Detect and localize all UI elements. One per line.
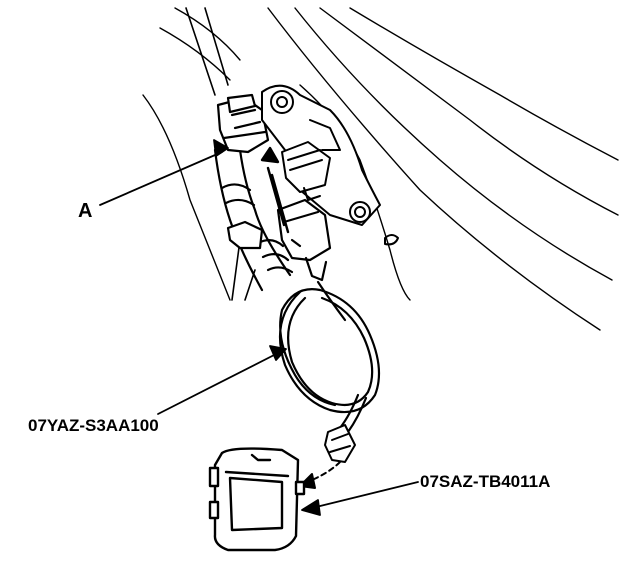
control-module bbox=[208, 447, 306, 552]
connection-arrow bbox=[299, 461, 341, 489]
body-panel-lines bbox=[142, 7, 619, 331]
harness-cable-loop bbox=[278, 280, 381, 434]
callout-harness-part-number: 07YAZ-S3AA100 bbox=[28, 416, 159, 435]
insertion-arrow bbox=[260, 146, 290, 234]
callout-connector-a: A bbox=[78, 200, 93, 222]
harness-conduit bbox=[213, 148, 294, 292]
harness-connector bbox=[276, 198, 332, 282]
bracket-connector bbox=[281, 141, 331, 201]
cable-end-plug bbox=[324, 424, 356, 463]
callout-module-part-number: 07SAZ-TB4011A bbox=[420, 472, 551, 491]
leader-lines bbox=[99, 139, 419, 516]
